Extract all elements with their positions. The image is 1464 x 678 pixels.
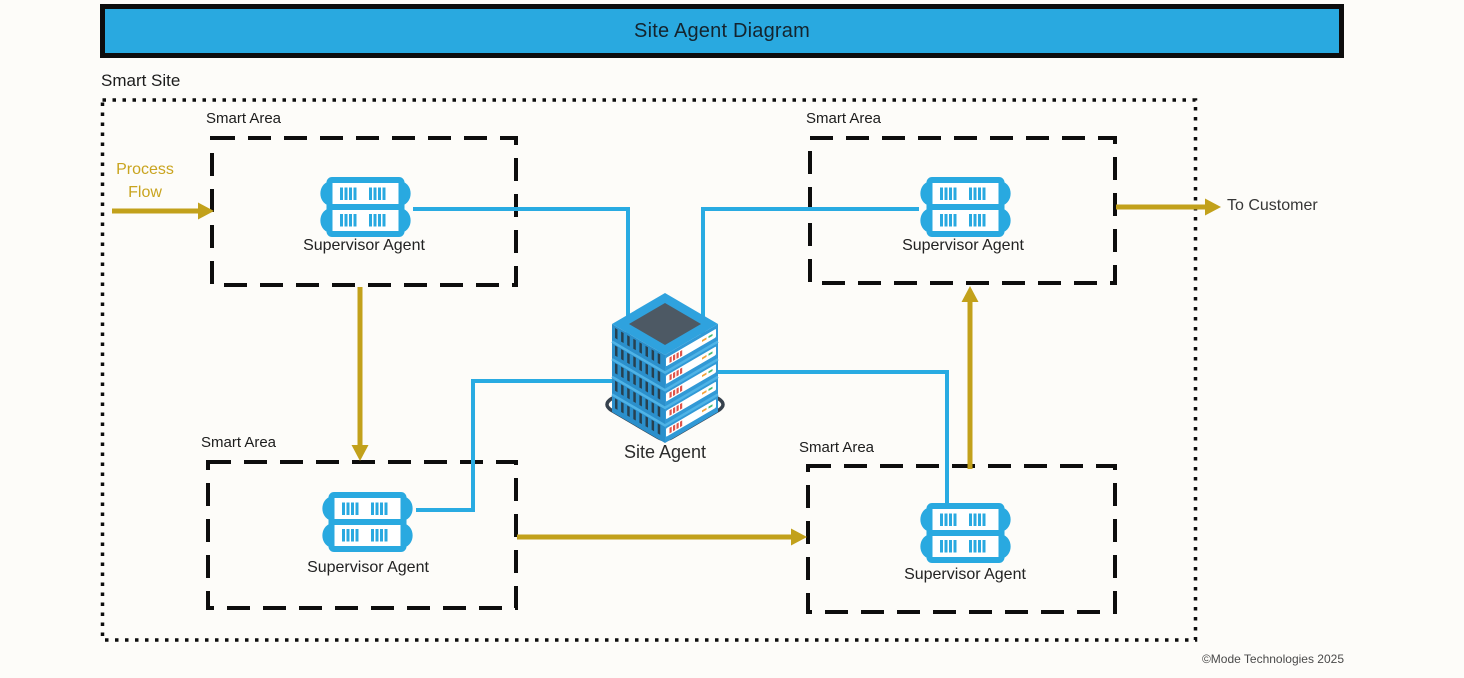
page-title: Site Agent Diagram: [634, 19, 810, 42]
supervisor-agent-label-top-right: Supervisor Agent: [902, 237, 1024, 254]
server-rack-icon-bottom-right: [917, 503, 1014, 563]
to-customer-label: To Customer: [1227, 197, 1318, 214]
server-rack-icon-top-right: [917, 177, 1014, 237]
connection-line-top-left: [413, 207, 630, 340]
server-rack-icon-bottom-left: [319, 492, 416, 552]
smart-area-label-bottom-left: Smart Area: [201, 434, 277, 451]
copyright-text: ©Mode Technologies 2025: [1201, 652, 1344, 666]
connection-line-top-right: [701, 207, 919, 340]
arrowhead-to-customer: [1205, 198, 1221, 216]
server-rack-icon-top-left: [320, 177, 411, 237]
supervisor-agent-label-bottom-right: Supervisor Agent: [904, 566, 1026, 583]
smart-site-boundary: [100, 98, 1198, 642]
smart-area-label-bottom-right: Smart Area: [799, 439, 875, 456]
site-agent-label: Site Agent: [623, 442, 707, 462]
supervisor-agent-label-bottom-left: Supervisor Agent: [307, 559, 429, 576]
smart-site-label: Smart Site: [101, 71, 181, 90]
smart-area-label-top-left: Smart Area: [206, 110, 282, 127]
arrowhead-right: [791, 528, 807, 546]
smart-area-label-top-right: Smart Area: [806, 110, 882, 127]
title-bar: Site Agent Diagram: [100, 4, 1344, 58]
connection-line-bottom-right: [716, 370, 949, 508]
smart-area-box-bottom-right: [806, 464, 1117, 614]
arrowhead-down: [351, 445, 369, 461]
supervisor-agent-label-top-left: Supervisor Agent: [303, 237, 425, 254]
arrowhead-up: [961, 286, 979, 302]
smart-area-box-top-right: [808, 136, 1117, 285]
smart-area-box-bottom-left: [206, 460, 518, 610]
arrowhead-process-in: [198, 202, 214, 220]
process-flow-label: Process Flow: [116, 161, 174, 202]
server-tower-icon: [605, 293, 725, 443]
connection-line-bottom-left: [416, 379, 614, 512]
